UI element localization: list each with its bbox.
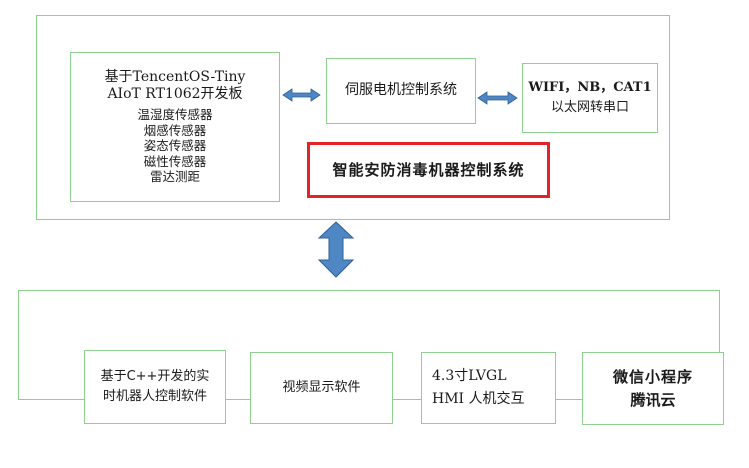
control-software-line1: 基于C++开发的实 [100,369,210,385]
control-software-box: 基于C++开发的实 时机器人控制软件 [84,350,226,424]
servo-control-box: 伺服电机控制系统 [326,58,476,124]
network-box: WIFI，NB，CAT1 以太网转串口 [522,63,658,133]
miniapp-label-line1: 微信小程序 [612,367,693,386]
network-label-line2: 以太网转串口 [550,100,629,115]
double-arrow-top-bottom [317,221,355,278]
servo-control-label: 伺服电机控制系统 [345,82,457,99]
dev-board-box: 基于TencentOS-Tiny AIoT RT1062开发板 温湿度传感器 烟… [70,52,280,202]
sensor-item: 磁性传感器 [143,153,207,169]
video-display-label: 视频显示软件 [282,379,361,395]
dev-board-title-line2: AIoT RT1062开发板 [107,86,243,103]
sensor-item: 姿态传感器 [143,138,207,154]
hmi-label-line2: HMI 人机交互 [432,391,525,407]
network-label-line1: WIFI，NB，CAT1 [528,79,652,95]
miniapp-label-line2: 腾讯云 [630,390,676,409]
dev-board-title-line1: 基于TencentOS-Tiny [104,68,246,85]
hmi-box: 4.3寸LVGL HMI 人机交互 [421,352,556,424]
sensor-item: 雷达测距 [149,169,200,185]
system-title: 智能安防消毒机器控制系统 [332,160,525,179]
control-software-line2: 时机器人控制软件 [102,388,207,404]
hmi-label-line1: 4.3寸LVGL [432,367,507,384]
sensor-item: 烟感传感器 [143,122,207,138]
video-display-box: 视频显示软件 [250,352,393,424]
system-title-box: 智能安防消毒机器控制系统 [307,142,550,198]
sensor-item: 温湿度传感器 [137,106,213,122]
miniapp-box: 微信小程序 腾讯云 [582,352,724,425]
